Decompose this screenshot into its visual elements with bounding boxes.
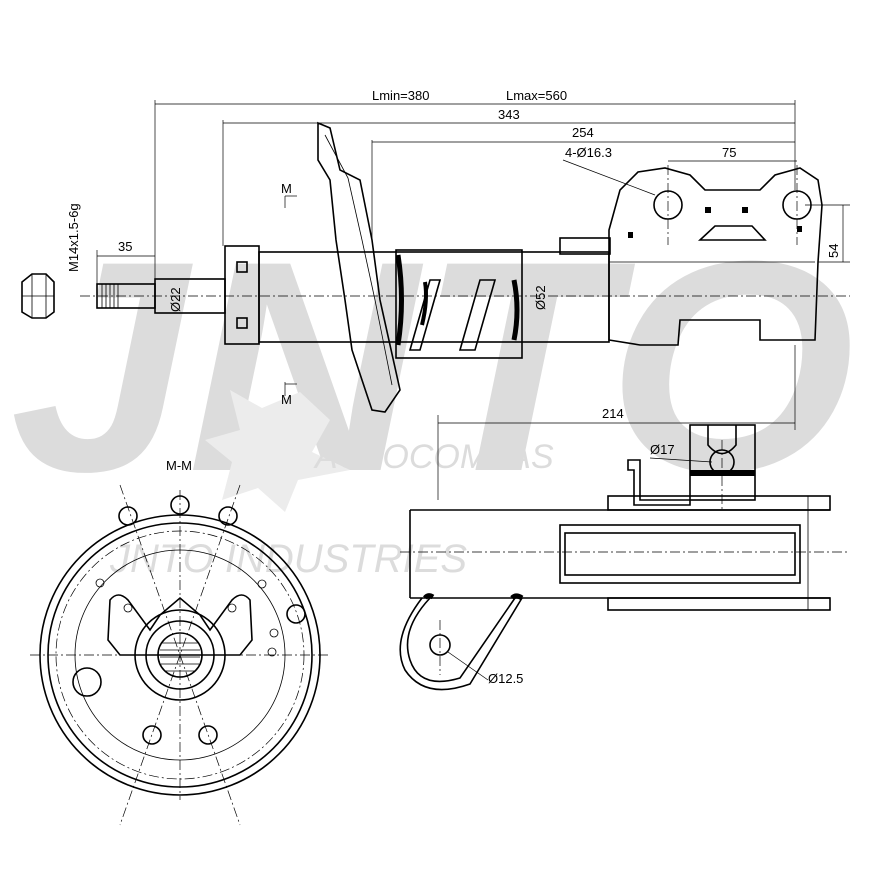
hole-spacing-label: 75 — [722, 145, 736, 160]
strut-side-view — [21, 121, 850, 413]
slot-dia-label: Ø17 — [650, 442, 675, 457]
lmin-label: Lmin=380 — [372, 88, 429, 103]
spring-seat — [317, 121, 401, 413]
mount-hole-4 — [72, 667, 102, 697]
lmax-label: Lmax=560 — [506, 88, 567, 103]
section-mm-view: M-M — [30, 458, 330, 826]
knuckle-bracket — [608, 167, 823, 346]
bracket-slot — [697, 225, 767, 241]
bracket-height-label: 54 — [826, 244, 841, 258]
cut-marker-bottom: M — [281, 392, 292, 407]
body-length-label: 254 — [572, 125, 594, 140]
watermark-brand: JNTO — [10, 198, 855, 534]
total-length-label: 343 — [498, 107, 520, 122]
mount-hole-5 — [142, 725, 162, 745]
rod-dia-label: Ø22 — [168, 287, 183, 312]
mount-hole-3 — [218, 506, 238, 526]
watermark-line1: AUTOCOMPAS — [313, 438, 554, 476]
slot-tab — [689, 424, 756, 501]
watermark-logo-icon — [205, 390, 350, 512]
thread-label: M14x1.5-6g — [66, 203, 81, 272]
eye-dia-label: Ø12.5 — [488, 671, 523, 686]
dimensions-bottom: 214 Ø17 Ø12.5 — [437, 345, 796, 686]
mount-hole-7 — [286, 604, 306, 624]
cut-marker-top: M — [281, 181, 292, 196]
section-label: M-M — [166, 458, 192, 473]
mount-hole-6 — [198, 725, 218, 745]
tube-dia-label: Ø52 — [533, 285, 548, 310]
watermark-line2: JNTO INDUSTRIES — [109, 537, 467, 581]
rod-length-label: 35 — [118, 239, 132, 254]
bottom-length-label: 214 — [602, 406, 624, 421]
watermark: JNTO AUTOCOMPAS JNTO INDUSTRIES — [10, 198, 855, 581]
dimensions-top: Lmin=380 Lmax=560 343 254 4-Ø16.3 75 54 … — [66, 88, 850, 407]
bottom-bracket-view — [399, 424, 850, 691]
holes-label: 4-Ø16.3 — [565, 145, 612, 160]
nut-icon — [21, 273, 55, 319]
dust-boot — [395, 249, 523, 359]
